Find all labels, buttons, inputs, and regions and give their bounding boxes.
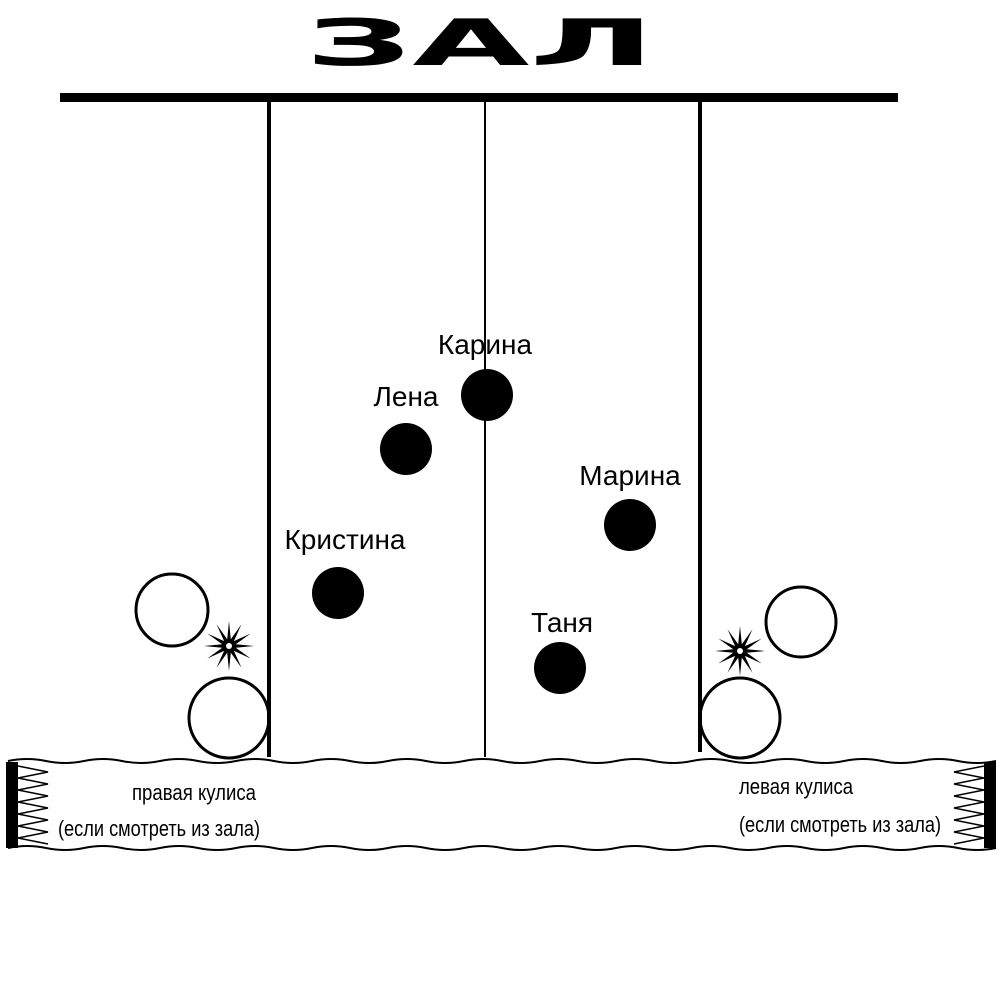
dancer-marina: Марина	[579, 460, 681, 551]
dancer-label: Марина	[579, 460, 681, 491]
dancer-tanya: Таня	[531, 607, 593, 694]
open-circle-right-upper	[764, 585, 838, 659]
dancer-marker	[461, 369, 513, 421]
curtain-top-edge	[7, 758, 997, 764]
open-circle-left-lower	[187, 676, 271, 760]
star-center	[226, 643, 232, 649]
curtain-folds-right	[953, 762, 996, 848]
left-wing-label-line1: левая кулиса	[739, 774, 854, 799]
dancer-label: Лена	[374, 381, 439, 412]
left-wing-label-line2: (если смотреть из зала)	[739, 812, 941, 837]
dancer-kristina: Кристина	[284, 524, 406, 619]
hall-title: ЗАЛ	[305, 7, 655, 81]
dancer-marker	[534, 642, 586, 694]
star-icon	[204, 621, 254, 671]
dancer-label: Карина	[438, 329, 533, 360]
open-circle-right-lower	[698, 676, 782, 760]
curtain-bottom-edge	[7, 845, 997, 851]
stage-front-edge	[60, 93, 898, 102]
open-circle-left-upper	[134, 572, 210, 648]
right-wing-label: правая кулиса (если смотреть из зала)	[58, 780, 260, 841]
right-wing-label-line1: правая кулиса	[132, 780, 257, 805]
left-wing-label: левая кулиса (если смотреть из зала)	[739, 774, 941, 837]
dancer-label: Кристина	[284, 524, 405, 555]
dancer-marker	[604, 499, 656, 551]
star-center	[737, 648, 743, 654]
dancer-marker	[312, 567, 364, 619]
dancer-marker	[380, 423, 432, 475]
dancer-label: Таня	[531, 607, 593, 638]
dancer-karina: Карина	[438, 329, 533, 421]
curtain-folds-left	[6, 762, 49, 848]
dancer-lena: Лена	[374, 381, 439, 475]
star-icon	[715, 626, 765, 676]
right-wing-label-line2: (если смотреть из зала)	[58, 816, 260, 841]
